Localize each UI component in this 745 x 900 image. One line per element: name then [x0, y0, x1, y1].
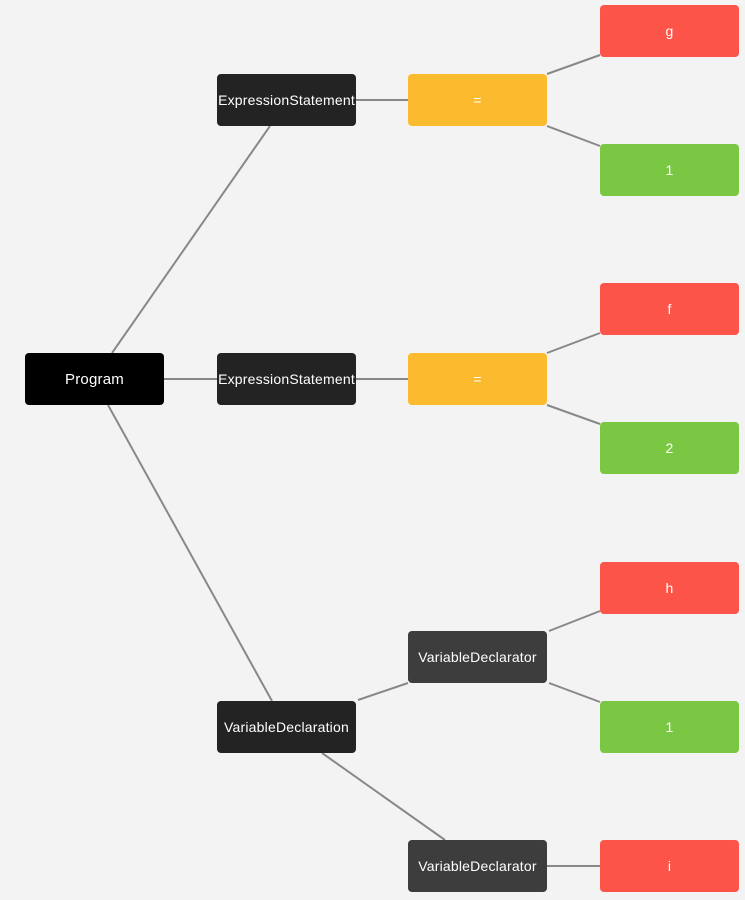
expression-statement-node-1: ExpressionStatement: [217, 74, 356, 126]
expression-statement-label-1: ExpressionStatement: [218, 92, 355, 108]
identifier-node-g: g: [600, 5, 739, 57]
variable-declarator-node-1: VariableDeclarator: [408, 631, 547, 683]
variable-declaration-node: VariableDeclaration: [217, 701, 356, 753]
assignment-operator-node-1: =: [408, 74, 547, 126]
literal-label-1a: 1: [665, 162, 674, 178]
literal-node-1b: 1: [600, 701, 739, 753]
variable-declarator-label-1: VariableDeclarator: [418, 649, 537, 665]
literal-label-2: 2: [665, 440, 674, 456]
program-node-label: Program: [65, 370, 124, 388]
variable-declarator-node-2: VariableDeclarator: [408, 840, 547, 892]
expression-statement-node-2: ExpressionStatement: [217, 353, 356, 405]
edge-op1-g: [546, 54, 601, 75]
identifier-label-h: h: [665, 580, 674, 596]
edge-op1-1a: [546, 125, 601, 147]
assignment-operator-label-1: =: [473, 92, 482, 108]
identifier-label-i: i: [667, 858, 672, 874]
expression-statement-label-2: ExpressionStatement: [218, 371, 355, 387]
variable-declarator-label-2: VariableDeclarator: [418, 858, 537, 874]
assignment-operator-label-2: =: [473, 371, 482, 387]
variable-declaration-label: VariableDeclaration: [224, 719, 349, 735]
literal-node-2: 2: [600, 422, 739, 474]
identifier-node-i: i: [600, 840, 739, 892]
edge-vdr1-1b: [548, 682, 601, 703]
literal-node-1a: 1: [600, 144, 739, 196]
identifier-label-f: f: [667, 301, 672, 317]
identifier-label-g: g: [665, 23, 674, 39]
edge-vd-vdr2: [321, 752, 446, 841]
edge-program-vd: [107, 404, 273, 702]
edge-vdr1-h: [548, 610, 601, 632]
program-node: Program: [25, 353, 164, 405]
assignment-operator-node-2: =: [408, 353, 547, 405]
identifier-node-h: h: [600, 562, 739, 614]
edge-program-es1: [111, 125, 271, 354]
edge-op2-f: [546, 332, 601, 354]
edge-vd-vdr1: [357, 682, 409, 701]
edge-op2-2: [546, 404, 601, 425]
identifier-node-f: f: [600, 283, 739, 335]
literal-label-1b: 1: [665, 719, 674, 735]
